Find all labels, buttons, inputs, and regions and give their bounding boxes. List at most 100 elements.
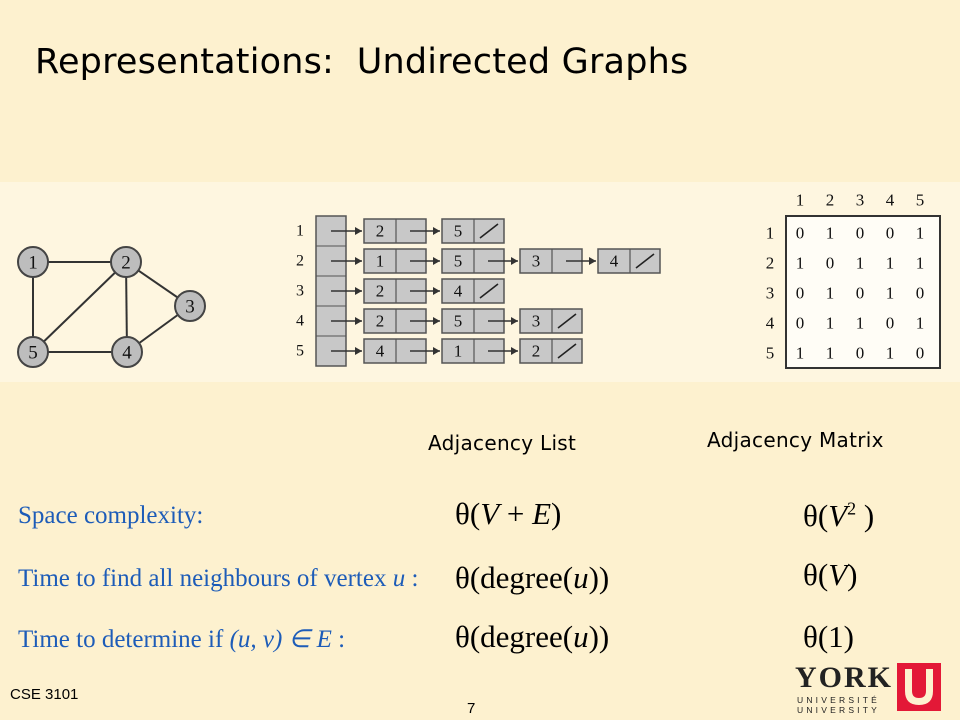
- adj-list-row-label-5: 5: [296, 343, 304, 360]
- figure-panel: 1 2 3 4 5 1 2 5 2 1 5 3 4 3 2 4 4 2 5 3 5 4 1 2 1 2 3 4 5 1 0 1 0 0 1 2 1 0 1 1…: [0, 182, 960, 382]
- adj-matrix-row-label-3: 3: [766, 284, 775, 303]
- adj-list-node-value-4-5: 5: [454, 312, 463, 331]
- adj-matrix-cell-2-1: 1: [796, 254, 805, 273]
- adj-matrix-cell-1-1: 0: [796, 224, 805, 243]
- adj-list-arrowhead: [433, 227, 440, 235]
- adj-list-null-slash: [479, 223, 499, 239]
- graph-edge-2-5: [32, 261, 127, 353]
- logo-university: UNIVERSITY: [797, 705, 881, 715]
- adj-matrix-row-label-2: 2: [766, 254, 775, 273]
- adj-list-row-label-4: 4: [296, 313, 304, 330]
- adj-list-null-slash: [557, 313, 577, 329]
- adj-matrix-cell-2-4: 1: [886, 254, 895, 273]
- adj-matrix-row-label-4: 4: [766, 314, 775, 333]
- adj-list-node-value-1-2: 2: [376, 222, 385, 241]
- adj-matrix-col-label-1: 1: [796, 191, 805, 210]
- adj-matrix-cell-3-2: 1: [826, 284, 835, 303]
- adj-list-node-value-5-4: 4: [376, 342, 385, 361]
- adj-matrix-cell-3-4: 1: [886, 284, 895, 303]
- neighbours-time-label: Time to find all neighbours of vertex u …: [18, 565, 419, 592]
- adj-list-null-slash: [635, 253, 655, 269]
- adj-matrix-col-label-2: 2: [826, 191, 835, 210]
- adj-list-arrowhead: [355, 347, 362, 355]
- adj-list-arrowhead: [433, 317, 440, 325]
- adj-list-node: [597, 248, 661, 274]
- adj-matrix-cell-2-5: 1: [916, 254, 925, 273]
- adj-matrix-cell-1-4: 0: [886, 224, 895, 243]
- adj-list-arrowhead: [433, 347, 440, 355]
- graph-node-label-2: 2: [121, 253, 131, 274]
- adj-matrix-cell-4-5: 1: [916, 314, 925, 333]
- edge-test-time-label: Time to determine if (u, v) ∈ E :: [18, 626, 346, 653]
- adj-matrix-cell-4-2: 1: [826, 314, 835, 333]
- adj-matrix-cell-5-5: 0: [916, 344, 925, 363]
- adj-matrix-cell-5-2: 1: [826, 344, 835, 363]
- adj-list-node-value-1-5: 5: [454, 222, 463, 241]
- logo-wordmark: YORK: [795, 661, 893, 694]
- adj-list-node-value-3-4: 4: [454, 282, 463, 301]
- graph-node-3: [174, 290, 206, 322]
- adj-list-node-value-5-1: 1: [454, 342, 463, 361]
- adj-matrix-cell-2-3: 1: [856, 254, 865, 273]
- graph-node-label-4: 4: [122, 343, 132, 364]
- adj-matrix-cell-5-3: 0: [856, 344, 865, 363]
- adj-list-node-value-4-2: 2: [376, 312, 385, 331]
- graph-node-label-3: 3: [185, 297, 195, 318]
- space-matrix-formula: θ(V2 ): [803, 498, 875, 533]
- adj-list-node-value-2-5: 5: [454, 252, 463, 271]
- adj-list-node-value-2-3: 3: [532, 252, 541, 271]
- adj-list-row-label-2: 2: [296, 253, 304, 270]
- adj-list-node-value-5-2: 2: [532, 342, 541, 361]
- neighbours-list-formula: θ(degree(u)): [455, 560, 610, 595]
- adj-list-arrowhead: [511, 257, 518, 265]
- space-list-formula: θ(V + E): [455, 496, 562, 531]
- adj-matrix-row-label-5: 5: [766, 344, 775, 363]
- adj-list-row-label-3: 3: [296, 283, 304, 300]
- adj-matrix-cell-5-4: 1: [886, 344, 895, 363]
- graph-node-1: [17, 246, 49, 278]
- adj-list-arrowhead: [355, 317, 362, 325]
- adj-matrix-col-label-3: 3: [856, 191, 865, 210]
- adj-matrix-cell-1-5: 1: [916, 224, 925, 243]
- adj-matrix-cell-1-3: 0: [856, 224, 865, 243]
- adj-list-null-slash: [479, 283, 499, 299]
- adj-matrix-cell-3-3: 0: [856, 284, 865, 303]
- graph-node-5: [17, 336, 49, 368]
- logo-universite: UNIVERSITÉ: [797, 695, 881, 705]
- adj-list-node: [519, 338, 583, 364]
- adj-matrix-frame: [785, 215, 941, 369]
- adj-list-arrowhead: [589, 257, 596, 265]
- adj-list-node-value-4-3: 3: [532, 312, 541, 331]
- adj-matrix-cell-4-3: 1: [856, 314, 865, 333]
- adj-matrix-cell-5-1: 1: [796, 344, 805, 363]
- adj-list-arrowhead: [511, 317, 518, 325]
- adj-list-arrowhead: [511, 347, 518, 355]
- adj-list-row-label-1: 1: [296, 223, 304, 240]
- adj-list-node-value-2-4: 4: [610, 252, 619, 271]
- adjacency-list-caption: Adjacency List: [428, 431, 577, 455]
- slide-title: Representations: Undirected Graphs: [35, 42, 689, 82]
- adj-list-arrowhead: [355, 257, 362, 265]
- adj-matrix-cell-2-2: 0: [826, 254, 835, 273]
- adj-list-node: [441, 278, 505, 304]
- adj-list-arrowhead: [355, 287, 362, 295]
- adj-list-arrowhead: [433, 287, 440, 295]
- adj-list-node: [441, 218, 505, 244]
- adj-matrix-cell-3-1: 0: [796, 284, 805, 303]
- adj-list-node-value-2-1: 1: [376, 252, 385, 271]
- adjacency-matrix-caption: Adjacency Matrix: [707, 428, 884, 452]
- edge-test-list-formula: θ(degree(u)): [455, 619, 610, 654]
- graph-node-label-5: 5: [28, 343, 38, 364]
- adj-list-node-value-3-2: 2: [376, 282, 385, 301]
- neighbours-matrix-formula: θ(V): [803, 557, 858, 592]
- graph-figures: 1 2 3 4 5 1 2 5 2 1 5 3 4 3 2 4 4 2 5 3 5 4 1 2 1 2 3 4 5 1 0 1 0 0 1 2 1 0 1 1…: [0, 182, 960, 382]
- page-number: 7: [467, 700, 476, 717]
- adj-matrix-col-label-5: 5: [916, 191, 925, 210]
- adj-list-node: [519, 308, 583, 334]
- york-university-logo: YORK UNIVERSITÉ UNIVERSITY: [795, 661, 945, 715]
- adj-matrix-row-label-1: 1: [766, 224, 775, 243]
- adj-matrix-cell-3-5: 0: [916, 284, 925, 303]
- adj-matrix-cell-4-1: 0: [796, 314, 805, 333]
- adj-list-arrowhead: [433, 257, 440, 265]
